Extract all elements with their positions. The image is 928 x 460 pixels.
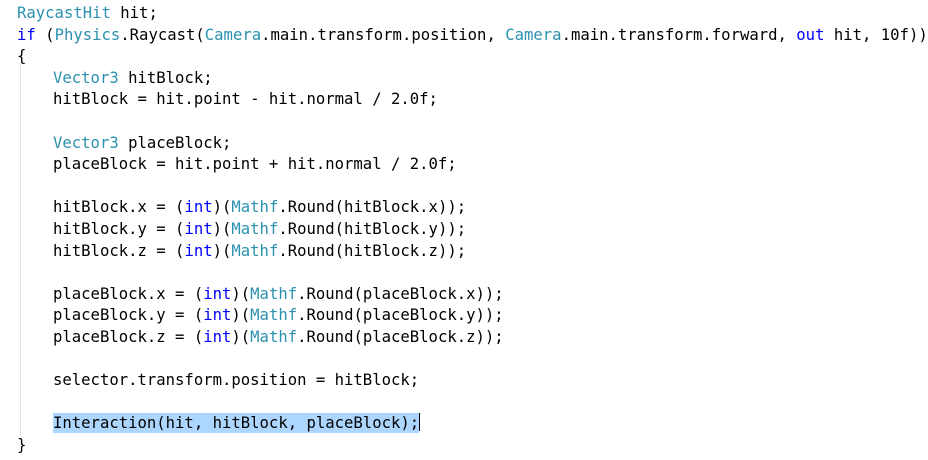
code-token: .Round(hitBlock.z)); [278,241,467,260]
code-token: .Round(hitBlock.x)); [278,198,467,217]
code-token: hitBlock; [118,68,213,87]
code-token: )( [231,284,251,303]
code-line[interactable] [17,262,928,284]
code-token: Interaction(hit, hitBlock, placeBlock); [53,414,420,433]
code-token: .Round(hitBlock.y)); [278,219,467,238]
code-line[interactable]: selector.transform.position = hitBlock; [17,370,928,392]
code-token: )( [231,327,251,346]
code-token: placeBlock.z = ( [53,327,204,346]
type-token: Mathf [250,284,298,303]
keyword-token: int [184,219,213,238]
code-token: .main.transform.position, [261,25,506,44]
code-token: placeBlock.y = ( [53,306,204,325]
text-cursor [419,413,421,432]
code-token: hit; [110,4,158,22]
code-token: )( [231,306,251,325]
code-line[interactable]: { [17,46,928,68]
code-line[interactable]: placeBlock.z = (int)(Mathf.Round(placeBl… [17,327,928,349]
code-line[interactable]: Vector3 placeBlock; [17,133,928,155]
code-token: )( [212,219,232,238]
type-token: Physics [54,25,121,44]
code-token: placeBlock = hit.point + hit.normal / 2.… [53,155,457,174]
indent-guide [20,64,21,435]
code-token: .main.transform.forward, [561,25,797,44]
type-token: Vector3 [53,133,119,152]
code-line[interactable]: hitBlock.y = (int)(Mathf.Round(hitBlock.… [17,219,928,241]
code-line[interactable]: placeBlock.x = (int)(Mathf.Round(placeBl… [17,284,928,306]
code-line[interactable]: } [17,435,928,457]
type-token: Camera [204,25,262,44]
keyword-token: int [203,284,232,303]
type-token: Mathf [231,241,279,260]
code-token: hitBlock.x = ( [53,198,185,217]
code-token: } [17,435,27,454]
keyword-token: int [203,327,232,346]
code-token: selector.transform.position = hitBlock; [53,371,420,390]
code-line[interactable]: hitBlock = hit.point - hit.normal / 2.0f… [17,89,928,111]
code-token: )( [212,198,232,217]
keyword-token: int [184,198,213,217]
code-token: )( [212,241,232,260]
code-token: .Round(placeBlock.y)); [297,306,504,325]
keyword-token: if [17,25,36,44]
code-text-area[interactable]: RaycastHit hit;if (Physics.Raycast(Camer… [17,3,928,456]
code-token: hitBlock.z = ( [53,241,185,260]
code-token: hit, 10f)) [824,25,928,44]
code-line[interactable]: hitBlock.z = (int)(Mathf.Round(hitBlock.… [17,241,928,263]
code-line[interactable]: hitBlock.x = (int)(Mathf.Round(hitBlock.… [17,197,928,219]
code-token: ( [35,25,55,44]
code-line[interactable] [17,176,928,198]
keyword-token: int [184,241,213,260]
type-token: Mathf [250,306,298,325]
code-line[interactable] [17,349,928,371]
keyword-token: int [203,306,232,325]
type-token: Camera [505,25,562,44]
code-token: hitBlock = hit.point - hit.normal / 2.0f… [53,90,438,109]
keyword-token: out [796,25,825,44]
code-line[interactable] [17,392,928,414]
code-token: .Round(placeBlock.z)); [297,327,504,346]
type-token: RaycastHit [17,4,111,22]
code-token: hitBlock.y = ( [53,219,185,238]
code-token: placeBlock; [118,133,232,152]
code-line[interactable] [17,111,928,133]
code-line[interactable]: RaycastHit hit; [17,3,928,25]
code-line[interactable]: placeBlock.y = (int)(Mathf.Round(placeBl… [17,305,928,327]
code-token: placeBlock.x = ( [53,284,204,303]
code-line[interactable]: if (Physics.Raycast(Camera.main.transfor… [17,25,928,47]
code-token: .Round(placeBlock.x)); [297,284,504,303]
type-token: Mathf [231,219,279,238]
selection-highlight[interactable]: Interaction(hit, hitBlock, placeBlock); [53,413,420,434]
code-token: .Raycast( [120,25,205,44]
code-line[interactable]: Vector3 hitBlock; [17,68,928,90]
type-token: Vector3 [53,68,119,87]
type-token: Mathf [250,327,298,346]
code-line[interactable]: Interaction(hit, hitBlock, placeBlock); [17,413,928,435]
code-line[interactable]: placeBlock = hit.point + hit.normal / 2.… [17,154,928,176]
type-token: Mathf [231,198,279,217]
code-token: { [17,47,27,66]
